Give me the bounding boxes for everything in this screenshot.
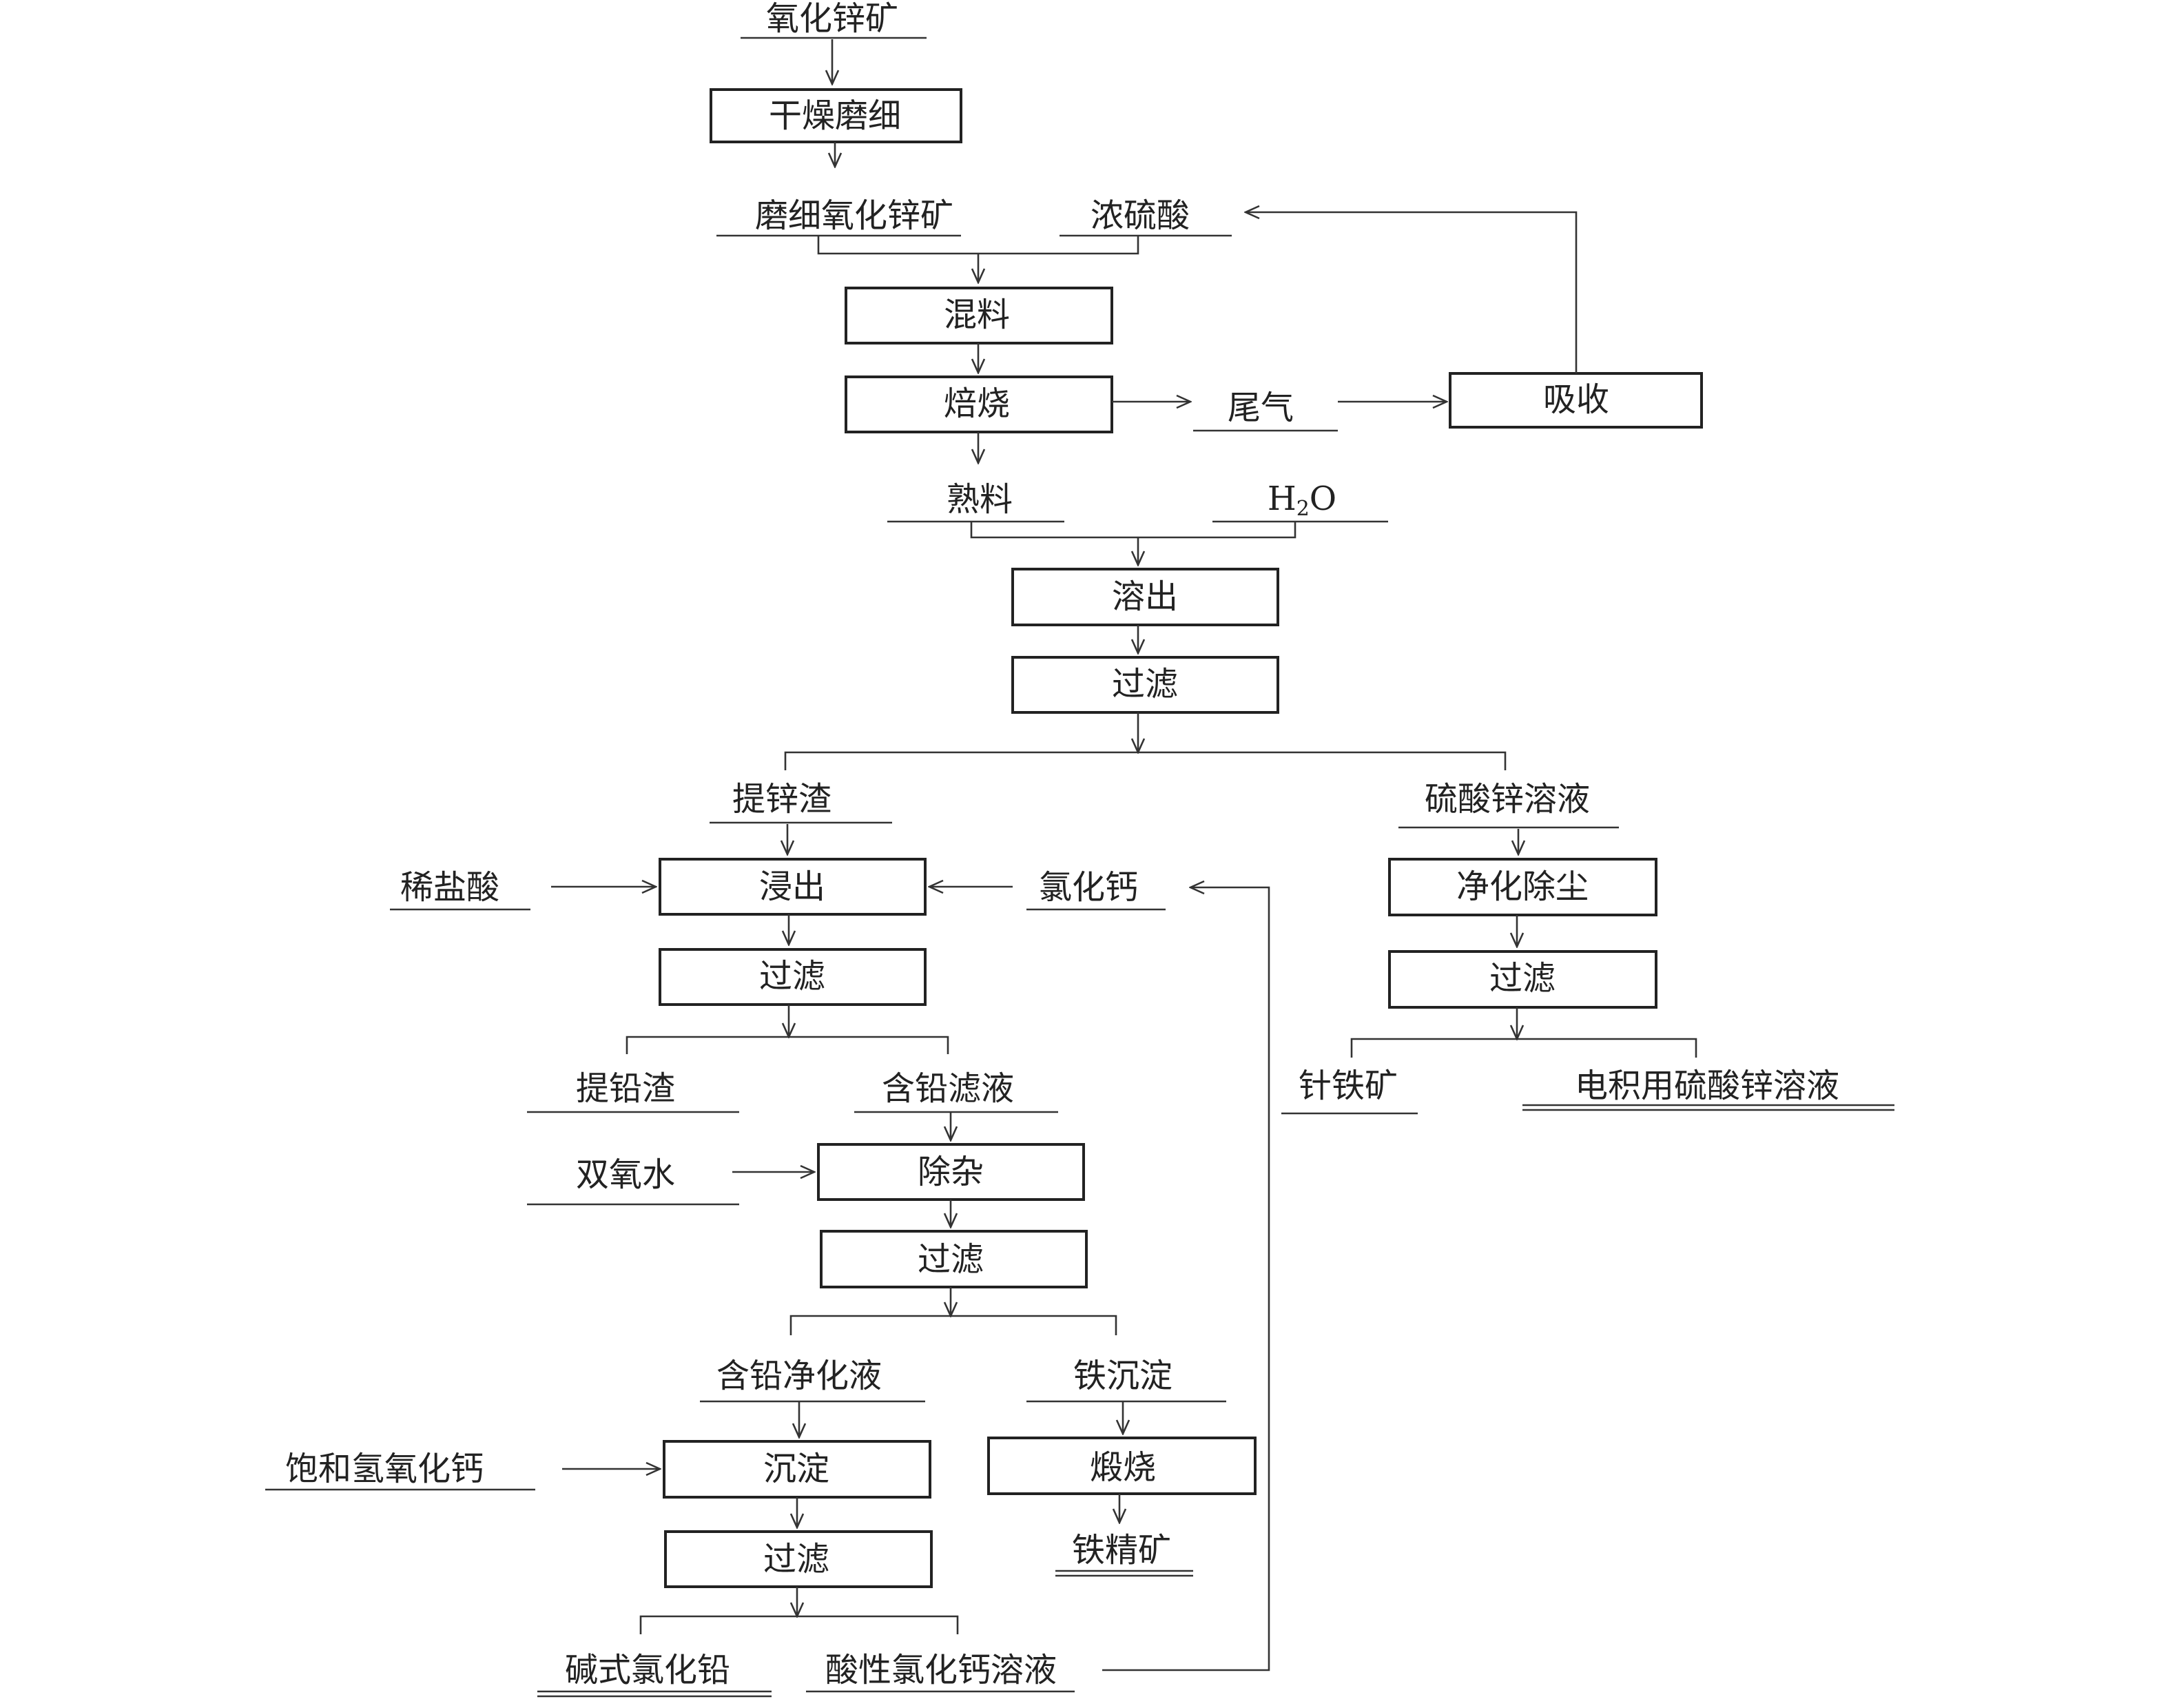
step-precipitate-label: 沉淀 [763,1450,830,1488]
bracket-split-5 [639,1615,959,1634]
step-dissolve-label: 溶出 [1111,577,1179,616]
step-filter-5-label: 过滤 [763,1540,830,1578]
step-calcine-label: 煅烧 [1089,1448,1157,1487]
box-filter-5 [664,1530,933,1588]
box-purify-dust [1388,858,1657,916]
box-filter-4 [820,1230,1088,1288]
label-lead-residue: 提铅渣 [575,1069,676,1108]
box-dissolve [1011,568,1279,626]
water-o: O [1309,480,1337,518]
label-tail-gas: 尾气 [1227,389,1294,427]
step-filter-2-label: 过滤 [758,957,826,996]
label-calcium-chloride: 氯化钙 [1038,868,1139,907]
label-conc-sulfuric-acid: 浓硫酸 [1090,196,1190,235]
step-purify-dust-label: 净化除尘 [1456,867,1589,906]
box-dry-grind [710,88,962,143]
box-remove-impurities [817,1143,1085,1201]
step-filter-3-label: 过滤 [1489,959,1556,998]
label-water: H2O [1268,482,1336,519]
label-acidic-cacl2-solution: 酸性氯化钙溶液 [825,1651,1057,1689]
label-clinker: 熟料 [946,480,1013,519]
step-absorb-label: 吸收 [1542,380,1610,419]
box-leach [659,858,927,916]
label-iron-concentrate: 铁精矿 [1071,1531,1172,1570]
water-subscript: 2 [1296,497,1310,521]
label-saturated-caoh2: 饱和氢氧化钙 [285,1450,484,1488]
box-filter-3 [1388,950,1657,1009]
bracket-split-3 [1350,1038,1697,1058]
label-dilute-hcl: 稀盐酸 [400,868,500,907]
bracket-split-2 [626,1036,949,1054]
label-lead-purified-solution: 含铅净化液 [716,1357,882,1395]
step-dry-grind-label: 干燥磨细 [768,96,902,135]
step-mix-label: 混料 [943,296,1011,334]
box-filter-2 [659,948,927,1006]
step-filter-4-label: 过滤 [917,1240,984,1279]
bracket-split-1 [784,751,1507,770]
step-filter-1-label: 过滤 [1111,665,1179,703]
arrow-recycle-cacl2 [1102,887,1270,1671]
bracket-split-4 [789,1315,1117,1335]
step-remove-impurities-label: 除杂 [917,1153,984,1191]
water-h: H [1267,480,1296,518]
box-filter-1 [1011,656,1279,714]
bracket-dissolve-inputs [970,522,1296,539]
label-ground-ore: 磨细氧化锌矿 [754,196,954,235]
label-goethite: 针铁矿 [1298,1067,1398,1105]
label-basic-lead-chloride: 碱式氯化铅 [564,1651,731,1689]
bracket-mix-inputs [817,236,1139,255]
box-absorb [1449,372,1703,429]
label-iron-precipitate: 铁沉淀 [1073,1357,1173,1395]
step-leach-label: 浸出 [758,867,826,906]
arrow-absorb-to-conc-acid [1246,212,1578,373]
label-lead-filtrate: 含铅滤液 [881,1069,1015,1108]
label-zinc-sulfate-solution: 硫酸锌溶液 [1424,780,1591,819]
label-hydrogen-peroxide: 双氧水 [575,1155,676,1194]
box-mix [845,287,1113,344]
label-zinc-residue: 提锌渣 [732,780,832,819]
label-electrowinning-solution: 电积用硫酸锌溶液 [1574,1067,1840,1105]
box-calcine [987,1437,1257,1495]
step-roast-label: 焙烧 [943,384,1011,423]
label-ore: 氧化锌矿 [765,0,899,38]
